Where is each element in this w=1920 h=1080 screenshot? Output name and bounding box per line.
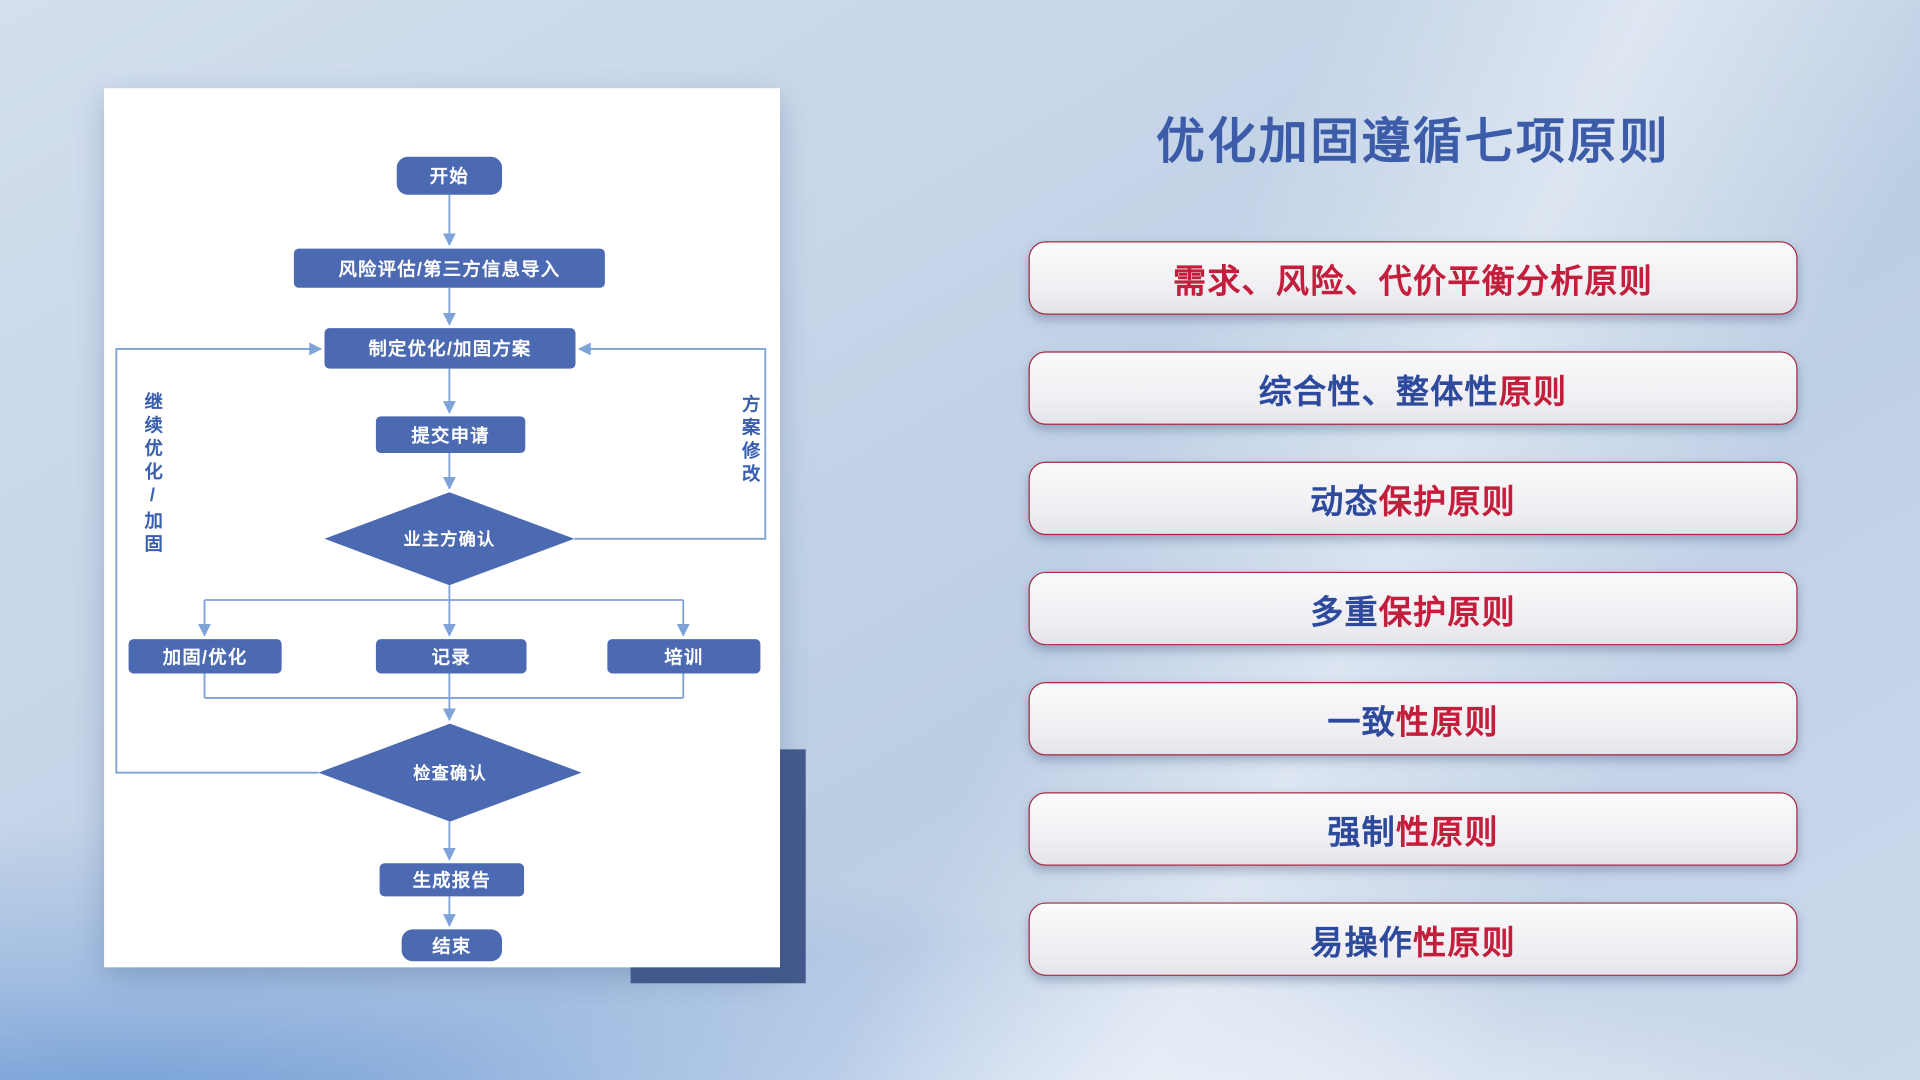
principle-3-text-blue: 动态 (1310, 483, 1379, 520)
principle-5-text-red: 性原则 (1395, 703, 1499, 741)
principle-7-text-blue: 易操作 (1310, 923, 1414, 961)
principle-5-text-blue: 一致 (1327, 703, 1396, 741)
principle-item-3: 动态保护原则 (1028, 461, 1798, 536)
principle-1-text-red: 需求、风险、代价平衡分析原则 (1173, 262, 1654, 300)
loop-plan-revise-line (574, 342, 767, 540)
flow-node-make-plan: 制定优化/加固方案 (324, 328, 576, 369)
principle-item-7: 易操作性原则 (1028, 902, 1798, 976)
principle-3-text-red: 保护原则 (1378, 483, 1516, 520)
flowchart-connectors (115, 194, 767, 927)
loop-continue-optimize-line (115, 342, 323, 774)
flow-node-record: 记录 (375, 639, 527, 674)
principle-item-6: 强制性原则 (1028, 792, 1798, 866)
flow-node-risk-import: 风险评估/第三方信息导入 (293, 248, 605, 288)
loop-label-plan-revise: 方案修改 (739, 394, 761, 488)
principle-item-5: 一致性原则 (1028, 682, 1798, 756)
principle-2-text-blue: 综合性、整体性 (1258, 372, 1499, 410)
page-title: 优化加固遵循七项原则 (1155, 115, 1671, 169)
principle-item-4: 多重保护原则 (1028, 571, 1798, 646)
flow-node-reinforce: 加固/优化 (128, 639, 282, 674)
principle-6-text-blue: 强制 (1327, 813, 1396, 851)
principles-panel: 优化加固遵循七项原则 需求、风险、代价平衡分析原则 综合性、整体性原则 动态保护… (1028, 113, 1798, 976)
principle-2-text-red: 原则 (1498, 372, 1568, 410)
flowchart-card: 开始 风险评估/第三方信息导入 制定优化/加固方案 提交申请 业主方确认 加固/… (104, 88, 780, 968)
principle-6-text-red: 性原则 (1395, 813, 1499, 851)
flow-node-report: 生成报告 (379, 863, 525, 897)
principle-4-text-blue: 多重 (1310, 593, 1379, 630)
loop-label-continue-optimize: 继续优化/加固 (142, 391, 163, 558)
principle-item-1: 需求、风险、代价平衡分析原则 (1028, 241, 1798, 315)
flow-node-submit: 提交申请 (375, 416, 526, 454)
principle-4-text-red: 保护原则 (1378, 593, 1516, 630)
principle-item-2: 综合性、整体性原则 (1028, 351, 1798, 425)
flow-node-end: 结束 (401, 929, 503, 962)
principle-7-text-red: 性原则 (1413, 923, 1516, 961)
flow-node-training: 培训 (607, 639, 761, 674)
flow-node-start: 开始 (396, 156, 503, 195)
principles-list: 需求、风险、代价平衡分析原则 综合性、整体性原则 动态保护原则 多重保护原则 一… (1028, 241, 1798, 976)
